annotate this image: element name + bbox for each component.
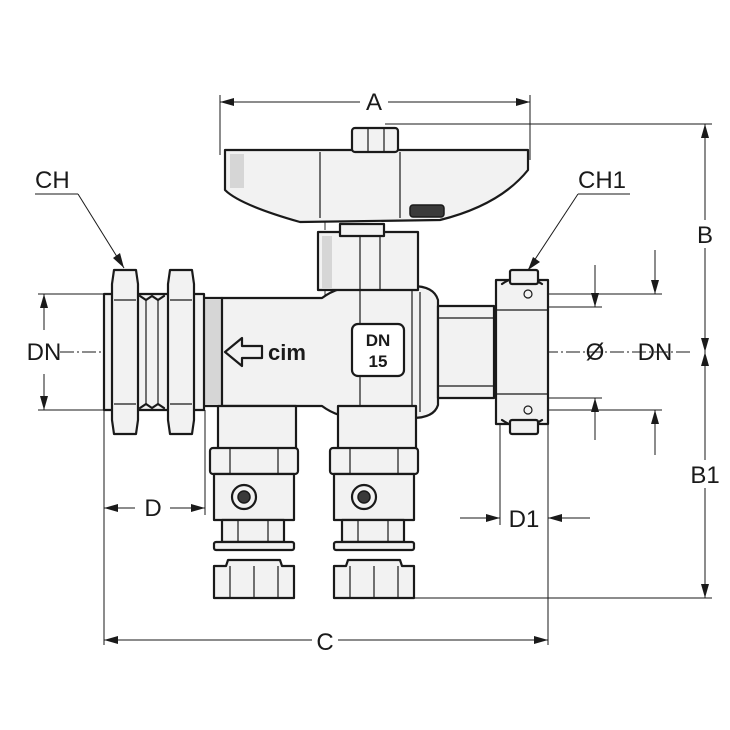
left-connection [102,268,206,436]
label-d: D [144,495,161,522]
dimension-labels: A B B1 C CH CH1 D D1 DN Ø DN [27,86,724,656]
label-dn-right: DN [638,339,673,366]
valve-stem [316,222,420,292]
bottom-branch-right [328,404,420,600]
plate-dn: DN [366,331,391,350]
label-ch: CH [35,167,70,194]
valve-handle [223,126,530,224]
size-plate: DN 15 [350,322,406,378]
plate-size: 15 [369,352,388,371]
label-a: A [366,89,382,116]
label-c: C [316,629,333,656]
label-ch1: CH1 [578,167,626,194]
right-union-nut [494,268,550,436]
label-b: B [697,222,713,249]
label-d1: D1 [509,506,540,533]
label-b1: B1 [690,462,719,489]
flow-arrow-icon [223,336,264,368]
label-dn-left: DN [27,339,62,366]
label-diameter: Ø [586,339,605,366]
brand-logo: cim [268,340,306,365]
dimension-lines [35,95,712,645]
bottom-branch-left [208,404,300,600]
valve-body [198,284,496,420]
flow-marking: cim [223,336,306,368]
